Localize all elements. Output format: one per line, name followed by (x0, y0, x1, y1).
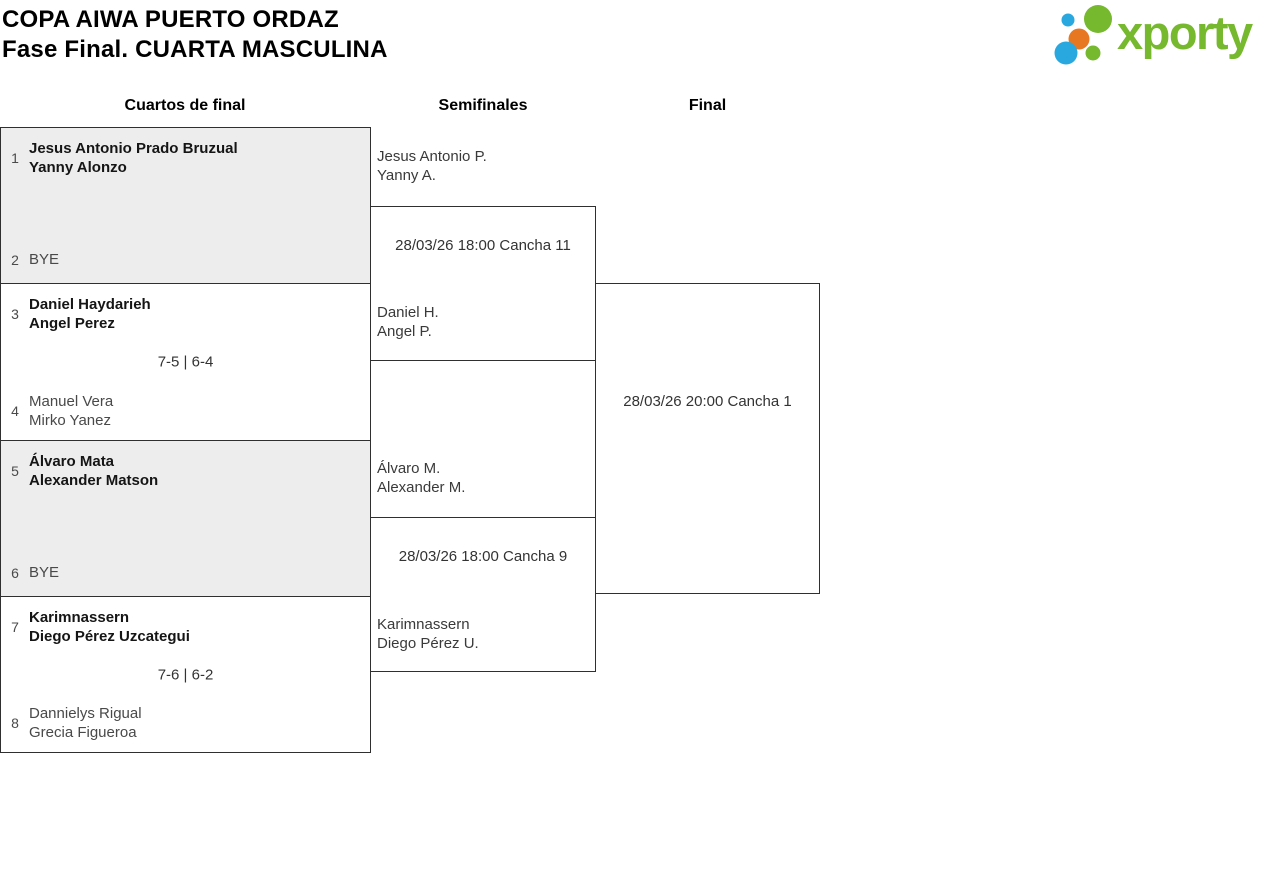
team-names: BYE (29, 250, 59, 269)
team-row: 6 BYE (7, 563, 59, 582)
seed-number: 4 (11, 403, 19, 419)
xporty-logo[interactable]: xporty (1050, 3, 1253, 67)
player-name: BYE (29, 251, 60, 268)
player-name: Angel Perez (29, 315, 115, 332)
player-name: Angel P. (377, 323, 432, 340)
player-name: Álvaro M. (377, 460, 441, 477)
team-row: 1 Jesus Antonio Prado Bruzual Yanny Alon… (7, 139, 238, 177)
seed-number: 5 (11, 463, 19, 479)
player-name: Karimnassern (29, 609, 130, 626)
team-names: Karimnassern Diego Pérez Uzcategui (29, 608, 190, 646)
player-name: Jesus Antonio Prado Bruzual (29, 140, 238, 157)
player-name: Mirko Yanez (29, 412, 111, 429)
team-row: 8 Dannielys Rigual Grecia Figueroa (7, 704, 142, 742)
player-name: Álvaro Mata (29, 453, 115, 470)
sf2-team-a: Álvaro M. Alexander M. (377, 459, 465, 497)
xporty-wordmark: xporty (1117, 6, 1253, 59)
xporty-dots-icon (1054, 5, 1112, 65)
player-name: Daniel Haydarieh (29, 296, 151, 313)
sf1-team-b: Daniel H. Angel P. (377, 303, 439, 341)
team-names: BYE (29, 563, 59, 582)
qf-match-4[interactable]: 7 Karimnassern Diego Pérez Uzcategui 7-6… (0, 596, 371, 753)
player-name: Alexander M. (377, 479, 466, 496)
round-header-final: Final (688, 97, 727, 114)
player-name: Karimnassern (377, 616, 470, 633)
category-title: Fase Final. CUARTA MASCULINA (2, 36, 388, 63)
match-schedule: 28/03/26 20:00 Cancha 1 (623, 393, 792, 410)
seed-number: 2 (11, 251, 19, 268)
team-names: Álvaro Mata Alexander Matson (29, 452, 158, 490)
qf-match-2[interactable]: 3 Daniel Haydarieh Angel Perez 7-5 | 6-4… (0, 283, 371, 441)
team-row: 5 Álvaro Mata Alexander Matson (7, 452, 158, 490)
seed-number: 7 (11, 619, 19, 635)
sf2-team-b: Karimnassern Diego Pérez U. (377, 615, 479, 653)
match-score: 7-6 | 6-2 (157, 666, 214, 683)
team-row: 7 Karimnassern Diego Pérez Uzcategui (7, 608, 190, 646)
seed-number: 3 (11, 306, 19, 322)
player-name: Manuel Vera (29, 393, 114, 410)
player-name: Grecia Figueroa (29, 724, 137, 741)
player-name: Yanny Alonzo (29, 159, 127, 176)
team-names: Daniel Haydarieh Angel Perez (29, 295, 151, 333)
team-row: 2 BYE (7, 250, 59, 269)
player-name: Jesus Antonio P. (377, 148, 487, 165)
match-schedule: 28/03/26 18:00 Cancha 9 (398, 548, 568, 565)
match-schedule: 28/03/26 18:00 Cancha 11 (395, 237, 571, 254)
tournament-title: COPA AIWA PUERTO ORDAZ (2, 6, 339, 33)
seed-number: 6 (11, 564, 19, 581)
team-row: 3 Daniel Haydarieh Angel Perez (7, 295, 151, 333)
seed-number: 1 (11, 150, 19, 166)
page-header: COPA AIWA PUERTO ORDAZ Fase Final. CUART… (2, 5, 388, 65)
team-names: Jesus Antonio Prado Bruzual Yanny Alonzo (29, 139, 238, 177)
qf-match-1[interactable]: 1 Jesus Antonio Prado Bruzual Yanny Alon… (0, 127, 371, 284)
player-name: Daniel H. (377, 304, 439, 321)
qf-match-3[interactable]: 5 Álvaro Mata Alexander Matson 6 BYE (0, 440, 371, 597)
team-row: 4 Manuel Vera Mirko Yanez (7, 392, 113, 430)
player-name: Diego Pérez Uzcategui (29, 628, 190, 645)
player-name: Alexander Matson (29, 472, 159, 489)
player-name: Dannielys Rigual (29, 705, 142, 722)
player-name: Diego Pérez U. (377, 635, 479, 652)
sf-match-2[interactable]: 28/03/26 18:00 Cancha 9 (370, 517, 596, 672)
player-name: BYE (29, 564, 60, 581)
sf1-team-a: Jesus Antonio P. Yanny A. (377, 147, 487, 185)
final-match[interactable]: 28/03/26 20:00 Cancha 1 (595, 283, 820, 594)
team-names: Manuel Vera Mirko Yanez (29, 392, 113, 430)
player-name: Yanny A. (377, 167, 436, 184)
round-header-semifinales: Semifinales (438, 97, 528, 114)
seed-number: 8 (11, 715, 19, 731)
match-score: 7-5 | 6-4 (157, 353, 214, 371)
team-names: Dannielys Rigual Grecia Figueroa (29, 704, 142, 742)
round-header-cuartos: Cuartos de final (124, 97, 246, 114)
